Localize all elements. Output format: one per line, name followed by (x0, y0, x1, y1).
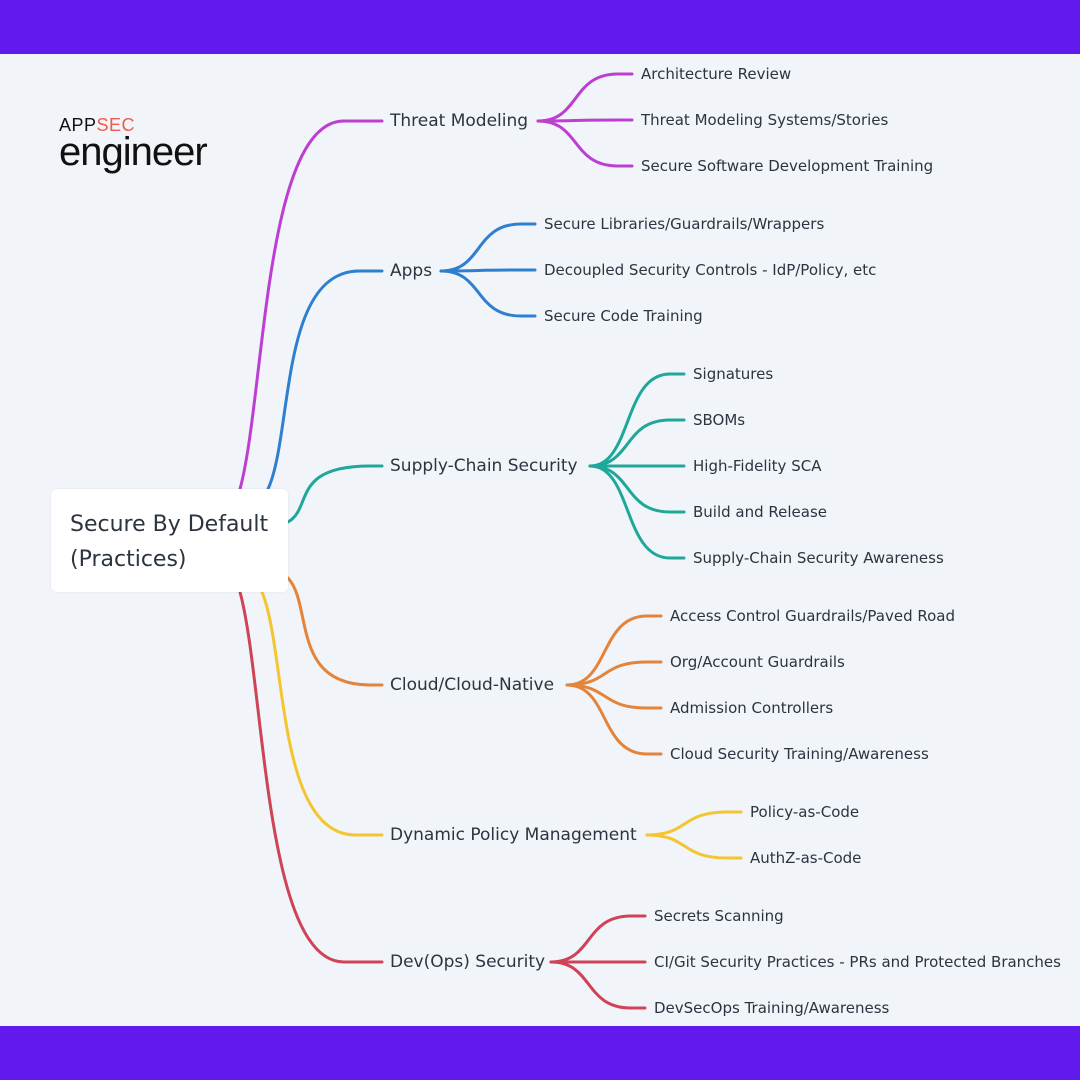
leaf-secure-libraries-guardrails-wrappers[interactable]: Secure Libraries/Guardrails/Wrappers (544, 215, 825, 233)
leaf-sboms[interactable]: SBOMs (693, 411, 746, 429)
leaf-secure-software-development-training[interactable]: Secure Software Development Training (641, 157, 934, 175)
leaf-secure-code-training[interactable]: Secure Code Training (544, 307, 703, 325)
logo-wordmark: engineer (59, 130, 208, 174)
leaf-high-fidelity-sca[interactable]: High-Fidelity SCA (693, 457, 822, 475)
leaf-org-account-guardrails[interactable]: Org/Account Guardrails (670, 653, 845, 671)
leaf-ci-git-security-practices-prs-and-protected-branches[interactable]: CI/Git Security Practices - PRs and Prot… (654, 953, 1061, 971)
leaf-policy-as-code[interactable]: Policy-as-Code (750, 803, 860, 821)
leaf-access-control-guardrails-paved-road[interactable]: Access Control Guardrails/Paved Road (670, 607, 956, 625)
branch-apps[interactable]: Apps (390, 261, 433, 281)
branch-supply-chain-security[interactable]: Supply-Chain Security (390, 456, 578, 476)
branch-dev-ops-security[interactable]: Dev(Ops) Security (390, 952, 546, 972)
leaf-secrets-scanning[interactable]: Secrets Scanning (654, 907, 784, 925)
leaf-devsecops-training-awareness[interactable]: DevSecOps Training/Awareness (654, 999, 890, 1017)
leaf-admission-controllers[interactable]: Admission Controllers (670, 699, 834, 717)
appsec-engineer-logo: APPSEC engineer (59, 115, 208, 174)
root-node-label: Secure By Default (Practices) (70, 512, 269, 572)
leaf-supply-chain-security-awareness[interactable]: Supply-Chain Security Awareness (693, 549, 944, 567)
branch-dynamic-policy-management[interactable]: Dynamic Policy Management (390, 825, 637, 845)
leaf-cloud-security-training-awareness[interactable]: Cloud Security Training/Awareness (670, 745, 929, 763)
leaf-signatures[interactable]: Signatures (693, 365, 774, 383)
leaf-architecture-review[interactable]: Architecture Review (641, 65, 792, 83)
branch-cloud-cloud-native[interactable]: Cloud/Cloud-Native (390, 675, 555, 695)
leaf-authz-as-code[interactable]: AuthZ-as-Code (750, 849, 862, 867)
branch-threat-modeling[interactable]: Threat Modeling (390, 111, 529, 131)
leaf-threat-modeling-systems-stories[interactable]: Threat Modeling Systems/Stories (641, 111, 889, 129)
logo-appsec: APPSEC (59, 115, 136, 135)
leaf-build-and-release[interactable]: Build and Release (693, 503, 828, 521)
root-node[interactable]: Secure By Default (Practices) (51, 489, 288, 592)
leaf-decoupled-security-controls-idp-policy-etc[interactable]: Decoupled Security Controls - IdP/Policy… (544, 261, 877, 279)
